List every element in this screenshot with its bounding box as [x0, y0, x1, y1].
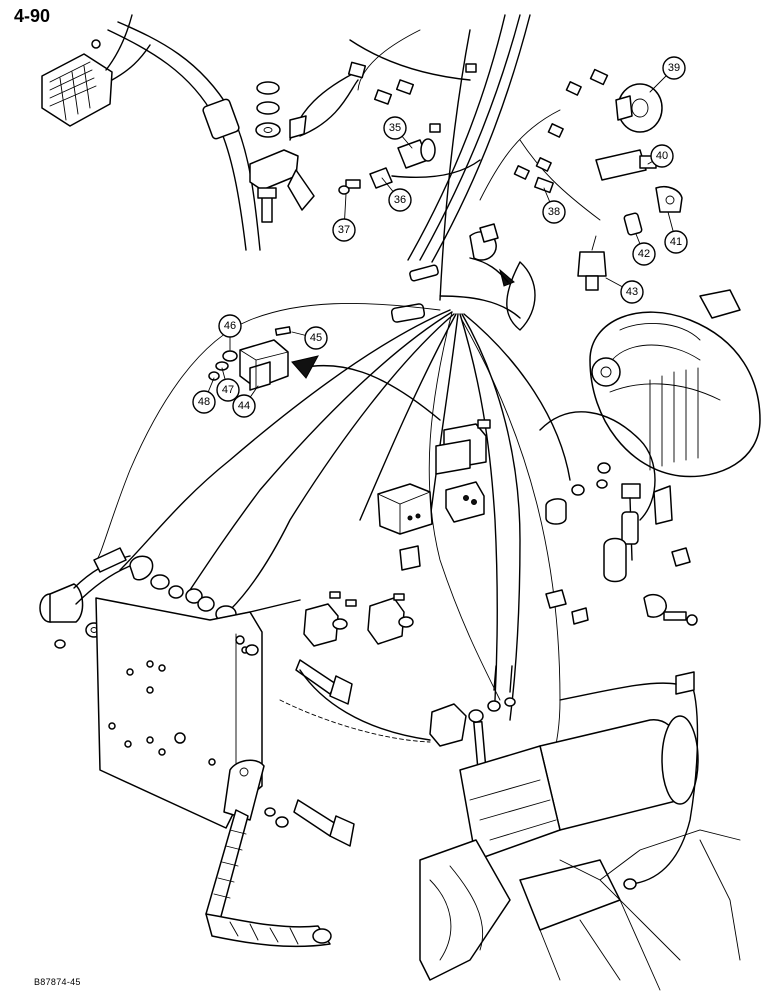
switch-blocks [303, 591, 414, 647]
callout-label: 44 [238, 400, 250, 412]
callout-group: 35 36 37 38 39 40 41 42 43 44 45 46 47 48 [192, 56, 688, 418]
callout-37: 37 [332, 218, 356, 242]
callout-label: 36 [394, 194, 406, 206]
callout-label: 39 [668, 62, 680, 74]
callout-label: 47 [222, 384, 234, 396]
main-harness-tube [107, 21, 261, 251]
callout-label: 48 [198, 396, 210, 408]
callout-45: 45 [304, 326, 328, 350]
sender-fittings-39-43 [577, 83, 683, 291]
callout-36: 36 [388, 188, 412, 212]
mounting-panel [95, 597, 301, 829]
callout-38: 38 [542, 200, 566, 224]
callout-label: 37 [338, 224, 350, 236]
alternator [589, 289, 761, 478]
callout-35: 35 [383, 116, 407, 140]
callout-label: 38 [548, 206, 560, 218]
callout-label: 41 [670, 236, 682, 248]
callout-label: 46 [224, 320, 236, 332]
page-number: 4-90 [14, 6, 51, 26]
callout-47: 47 [216, 378, 240, 402]
callout-41: 41 [664, 230, 688, 254]
callout-43: 43 [620, 280, 644, 304]
upper-wire-bundle [289, 14, 601, 301]
multi-pin-connector [41, 14, 151, 127]
braided-ground-strap [205, 759, 332, 948]
callout-label: 43 [626, 286, 638, 298]
right-terminals [539, 411, 698, 626]
harness-clip-strap [390, 223, 536, 331]
callout-44: 44 [232, 394, 256, 418]
left-plug-and-hardware [39, 547, 237, 649]
callout-label: 45 [310, 332, 322, 344]
callout-label: 42 [638, 248, 650, 260]
callout-42: 42 [632, 242, 656, 266]
callout-39: 39 [662, 56, 686, 80]
small-connectors-top [347, 61, 609, 180]
mounting-bolts [245, 644, 355, 847]
callout-48: 48 [192, 390, 216, 414]
callout-40: 40 [650, 144, 674, 168]
starter-terminals [299, 665, 516, 774]
relay-cluster [377, 419, 491, 571]
callout-46: 46 [218, 314, 242, 338]
callout-label: 35 [389, 122, 401, 134]
starter-motor [419, 671, 741, 991]
assembly-arrow [291, 355, 441, 421]
callout-label: 40 [656, 150, 668, 162]
drawing-code: B87874-45 [34, 977, 81, 987]
sensor-fittings-35-38 [338, 138, 554, 195]
relay-44-assembly [208, 326, 292, 391]
ground-clamp-assembly [249, 79, 359, 223]
